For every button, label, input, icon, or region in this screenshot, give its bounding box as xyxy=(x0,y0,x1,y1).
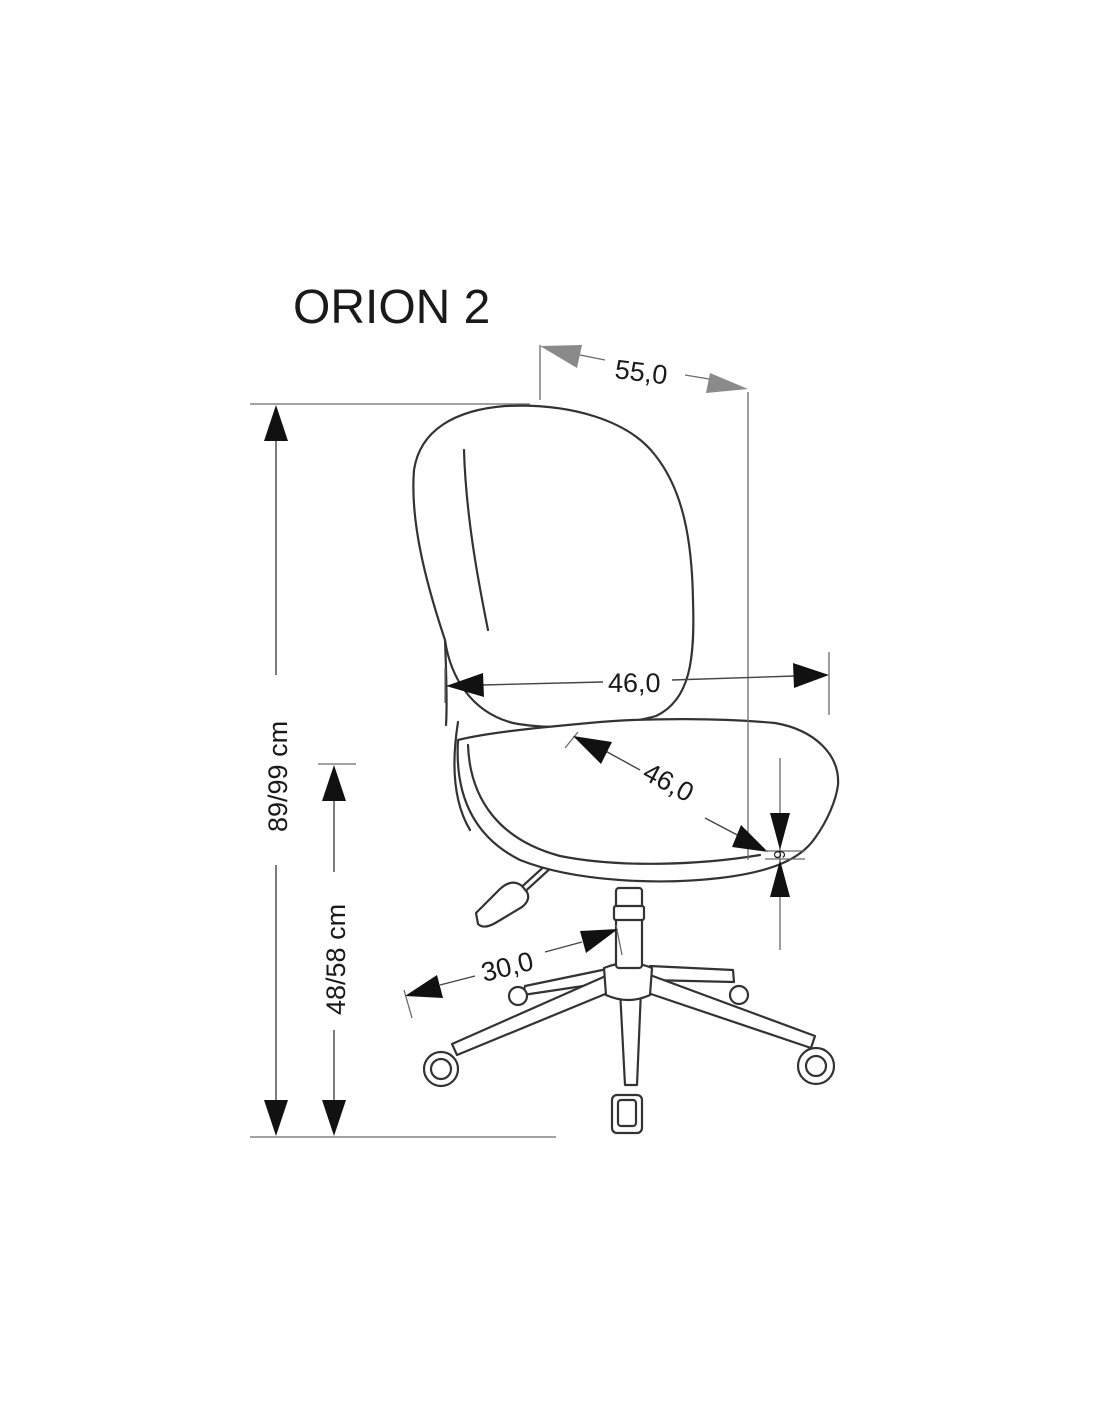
dim-seat-height: 48/58 cm xyxy=(318,763,356,1136)
arrow-icon xyxy=(580,929,618,953)
seat-thickness-label: 6 xyxy=(770,850,787,859)
caster-front xyxy=(610,1093,644,1135)
chair-drawing xyxy=(412,404,840,1135)
arrow-icon xyxy=(264,405,288,441)
seat-width-label: 46,0 xyxy=(608,668,661,698)
total-width-label: 55,0 xyxy=(613,354,669,390)
arrow-icon xyxy=(770,860,790,897)
gas-lift-lever xyxy=(474,860,555,928)
seat-height-label: 48/58 cm xyxy=(321,904,351,1015)
dim-total-width: 55,0 xyxy=(539,345,749,860)
arrow-icon xyxy=(322,765,346,801)
arrow-icon xyxy=(770,813,790,850)
arrow-icon xyxy=(405,975,443,998)
arrow-icon xyxy=(446,673,484,697)
dim-seat-width: 46,0 xyxy=(444,652,830,715)
arrow-icon xyxy=(706,373,748,393)
arrow-icon xyxy=(573,736,612,764)
seat-edge xyxy=(466,743,762,865)
dim-total-height: 89/99 cm xyxy=(250,403,556,1138)
total-height-label: 89/99 cm xyxy=(263,721,293,832)
backrest-seam xyxy=(462,448,490,632)
arrow-icon xyxy=(793,663,829,688)
arrow-icon xyxy=(732,825,768,852)
arrow-icon xyxy=(322,1100,346,1136)
dim-seat-thickness: 6 xyxy=(765,758,805,950)
base-radius-label: 30,0 xyxy=(478,946,536,988)
arrow-icon xyxy=(264,1100,288,1136)
arrow-icon xyxy=(540,345,582,368)
caster-front-right xyxy=(796,1046,836,1086)
chair-base xyxy=(422,886,836,1135)
caster-front-left xyxy=(422,1050,460,1088)
chair-backrest xyxy=(412,404,695,729)
product-title: ORION 2 xyxy=(293,281,490,334)
